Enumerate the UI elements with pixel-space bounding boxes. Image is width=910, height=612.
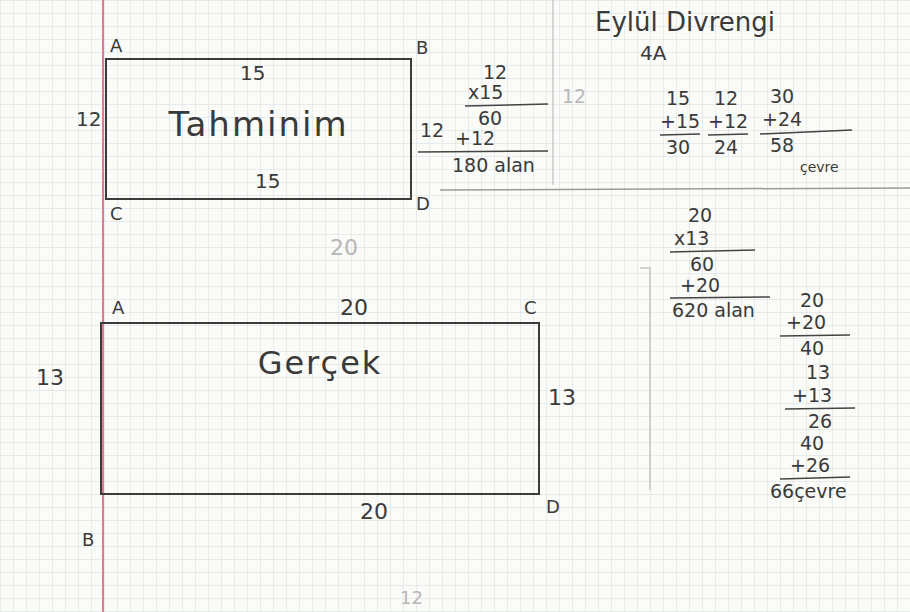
handwritten-label: B [416, 38, 428, 58]
handwritten-label: 20 [688, 205, 712, 226]
handwritten-label: 12 [562, 86, 586, 107]
handwritten-label: +13 [792, 385, 832, 406]
handwritten-label: D [416, 194, 430, 214]
handwritten-label: 13 [36, 366, 64, 390]
shape-title: Tahminim [168, 104, 348, 144]
calc-rule [780, 477, 850, 479]
handwritten-label: A [112, 298, 124, 318]
handwritten-label: çevre [800, 160, 839, 175]
handwritten-label: 12 [420, 120, 444, 141]
handwritten-label: 12 [400, 588, 423, 608]
handwritten-label: B [82, 530, 94, 550]
handwritten-label: 15 [240, 62, 265, 84]
handwritten-label: 12 [714, 88, 738, 109]
handwritten-label: 12 [76, 108, 101, 130]
handwritten-label: 66çevre [770, 481, 847, 502]
rectangle-shape: Gerçek [100, 322, 540, 495]
calc-rule [780, 335, 850, 336]
handwritten-label: +12 [455, 128, 495, 149]
erased-line [640, 268, 650, 490]
handwritten-label: 20 [340, 296, 368, 320]
calc-rule [465, 104, 548, 106]
divider-line [440, 188, 910, 190]
handwritten-label: 20 [360, 500, 388, 524]
handwritten-label: +15 [660, 111, 700, 132]
calc-rule [785, 408, 855, 409]
handwritten-label: +12 [708, 111, 748, 132]
handwritten-label: 13 [548, 386, 576, 410]
handwritten-label: D [546, 497, 560, 517]
handwritten-label: 180 alan [452, 155, 535, 176]
fold-line [552, 0, 554, 185]
handwritten-label: x15 [468, 82, 503, 103]
calc-rule [670, 250, 755, 252]
handwritten-label: Eylül Divrengi [595, 8, 775, 37]
handwritten-label: 15 [255, 170, 280, 192]
handwritten-label: 58 [770, 135, 794, 156]
handwritten-label: 20 [330, 236, 358, 260]
handwritten-label: 40 [800, 433, 824, 454]
handwritten-label: 60 [690, 254, 714, 275]
handwritten-label: +26 [790, 455, 830, 476]
handwritten-label: 30 [770, 86, 794, 107]
handwritten-label: +20 [680, 275, 720, 296]
handwritten-label: 24 [714, 137, 738, 158]
calc-rule [708, 134, 748, 135]
calc-rule [418, 151, 548, 152]
calc-rule [660, 134, 700, 135]
handwritten-label: 26 [808, 411, 832, 432]
handwritten-label: 30 [666, 137, 690, 158]
handwritten-label: C [524, 298, 537, 318]
handwritten-label: x13 [674, 228, 709, 249]
calc-rule [760, 130, 852, 134]
handwritten-label: 12 [483, 62, 507, 83]
margin-line [102, 0, 104, 612]
handwritten-label: 40 [800, 338, 824, 359]
handwritten-label: +20 [786, 312, 826, 333]
handwritten-label: +24 [762, 109, 802, 130]
handwritten-label: 15 [666, 88, 690, 109]
handwritten-label: A [110, 36, 122, 56]
calc-rule [670, 297, 770, 298]
handwritten-label: 620 alan [672, 300, 755, 321]
handwritten-label: C [110, 204, 123, 224]
handwritten-label: 60 [478, 108, 502, 129]
shape-title: Gerçek [258, 344, 383, 382]
handwritten-label: 20 [800, 290, 824, 311]
handwritten-label: 13 [806, 362, 830, 383]
handwritten-label: 4A [640, 42, 666, 64]
